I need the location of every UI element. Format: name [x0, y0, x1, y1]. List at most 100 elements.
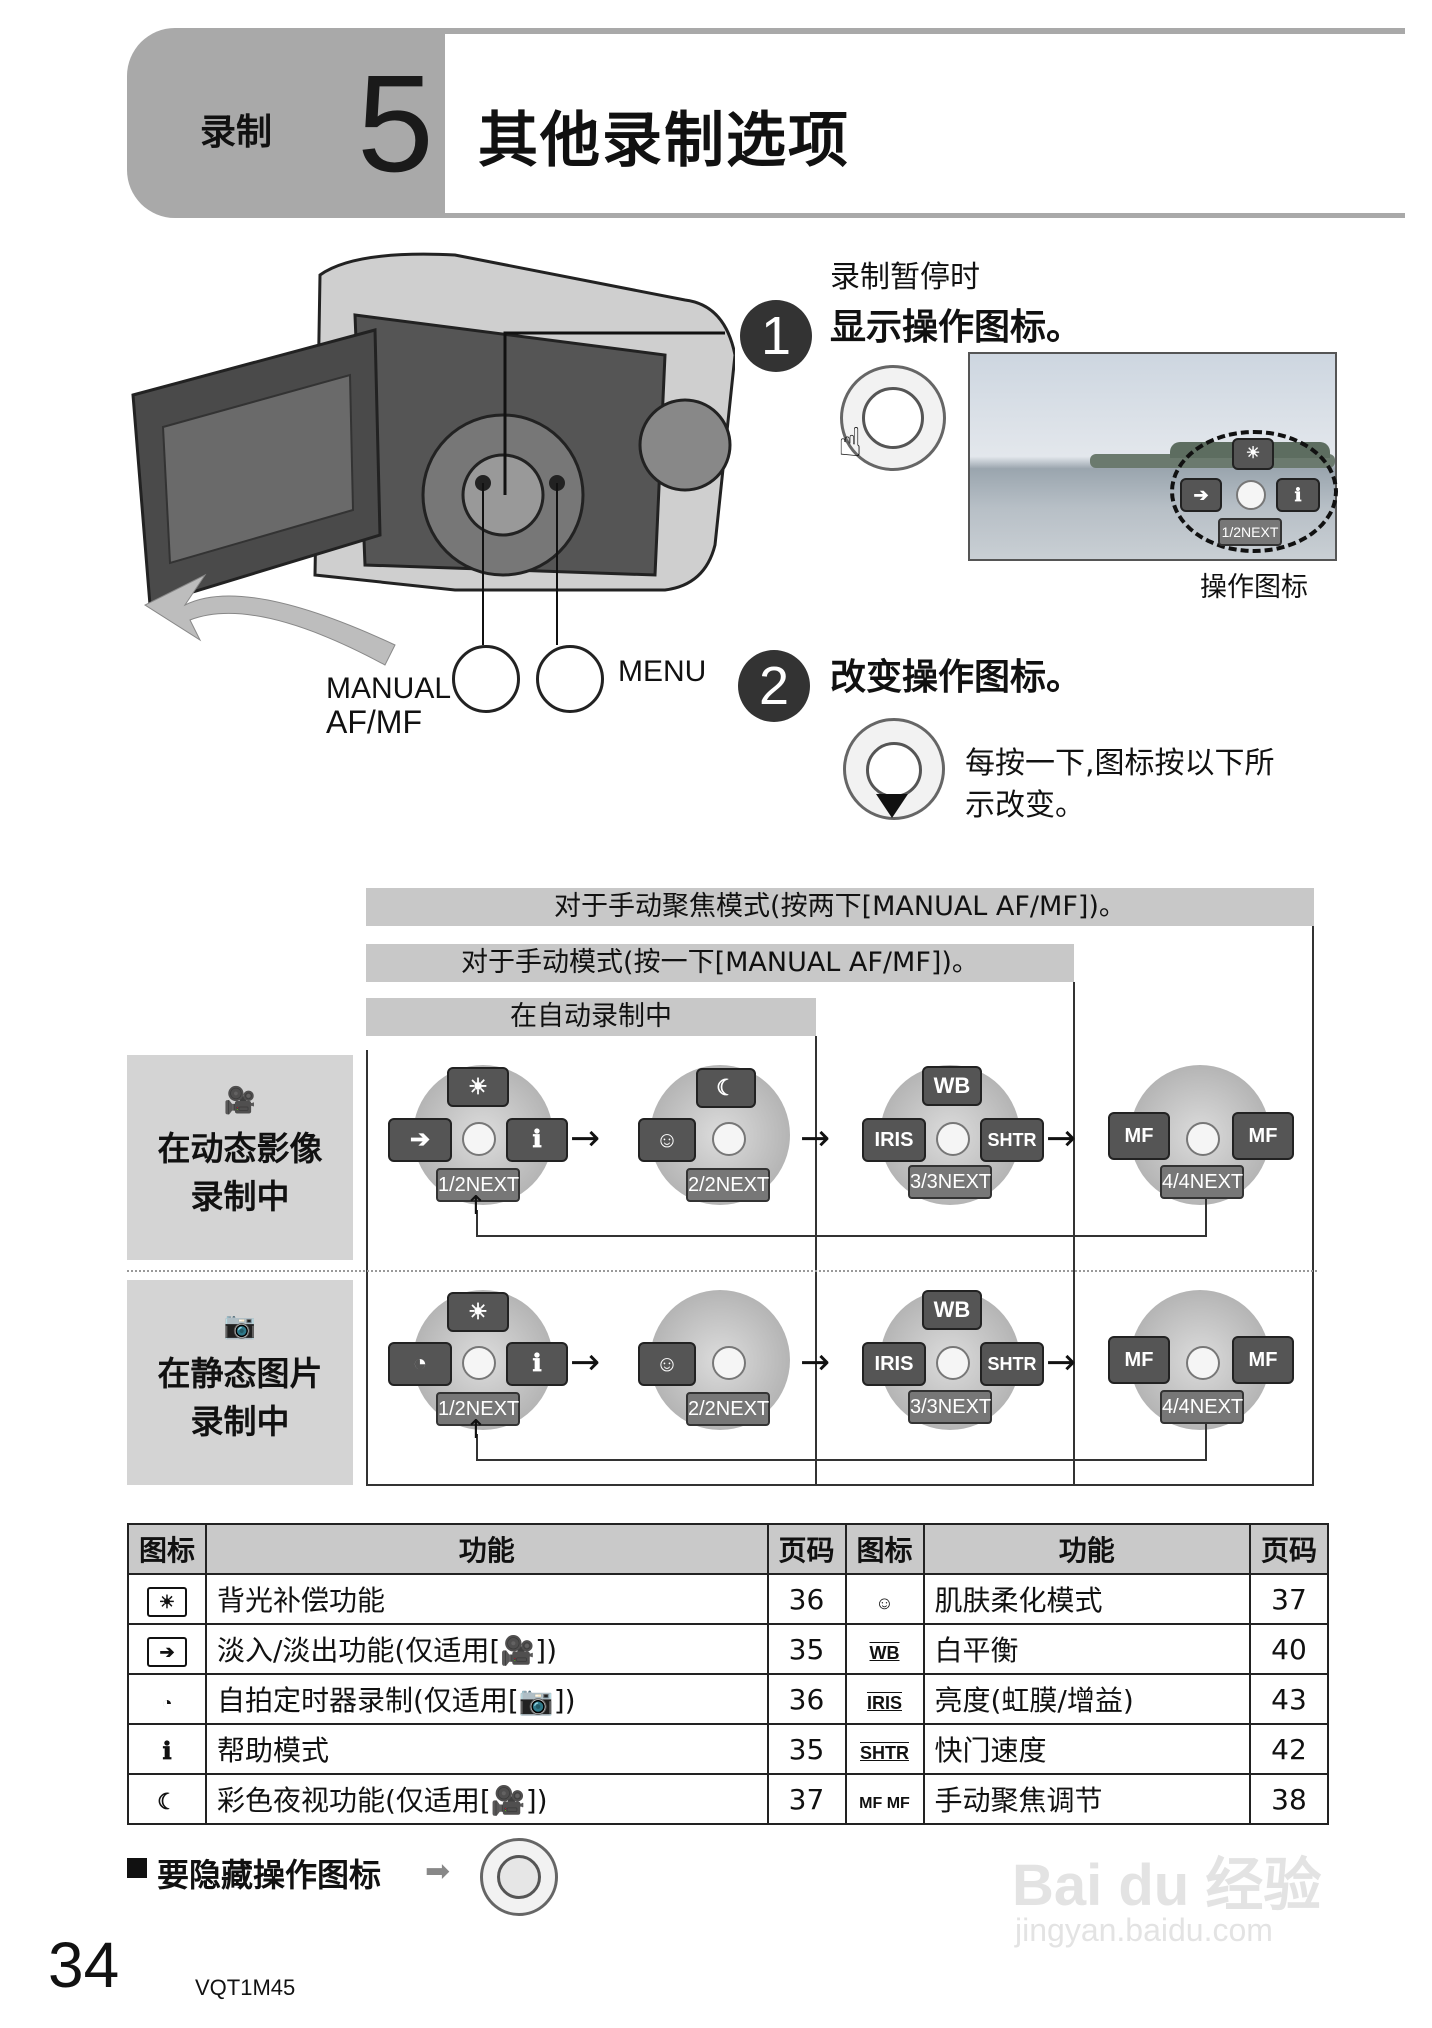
mf-plus-icon[interactable]: MF: [1232, 1336, 1294, 1384]
page-cell: 36: [766, 1573, 847, 1625]
table-row: ☾ 彩色夜视功能(仅适用[🎥]) 37 MF MF 手动聚焦调节 38: [127, 1773, 1329, 1825]
loop-arrow-icon: ↑: [465, 1415, 487, 1445]
arrow-right-icon: ➡: [425, 1854, 451, 1889]
motion-row-label: 🎥 在动态影像 录制中: [127, 1055, 353, 1260]
loop-arrow-icon: ↑: [465, 1191, 487, 1221]
operation-icon-caption: 操作图标: [1200, 572, 1308, 603]
next-arrow-icon: →: [800, 1342, 831, 1383]
manual-af-mf-button[interactable]: [452, 645, 520, 713]
step1-pre: 录制暂停时: [830, 260, 980, 295]
watermark-url: jingyan.baidu.com: [1015, 1912, 1273, 1948]
page-cell: 35: [766, 1623, 847, 1675]
col-function: 功能: [922, 1523, 1251, 1575]
wb-icon[interactable]: WB: [922, 1290, 982, 1330]
help-icon[interactable]: ℹ: [1276, 478, 1320, 512]
function-cell: 亮度(虹膜/增益): [922, 1673, 1251, 1725]
center-dot: [936, 1346, 970, 1380]
page-tag-2: 2/2NEXT: [686, 1168, 770, 1202]
hide-icons-label: 要隐藏操作图标: [157, 1856, 382, 1894]
page-tag-1: 1/2NEXT: [1218, 518, 1282, 546]
page-cell: 38: [1249, 1773, 1329, 1825]
function-text: 淡入/淡出功能(仅适用[: [217, 1634, 501, 1667]
page-title: 其他录制选项: [478, 106, 850, 176]
next-arrow-icon: →: [1046, 1118, 1077, 1159]
center-dot: [462, 1122, 496, 1156]
soft-skin-icon[interactable]: ☺: [638, 1118, 696, 1162]
step2-badge: 2: [738, 650, 810, 722]
mf-minus-icon[interactable]: MF: [1108, 1336, 1170, 1384]
page-tag-2: 2/2NEXT: [686, 1392, 770, 1426]
fade-icon[interactable]: ➔: [1180, 478, 1222, 512]
page-cell: 40: [1249, 1623, 1329, 1675]
col-page: 页码: [766, 1523, 847, 1575]
iris-icon[interactable]: IRIS: [862, 1118, 926, 1162]
wb-icon: WB: [844, 1623, 925, 1675]
divider: [366, 1484, 1314, 1486]
manual-mode-bar: 对于手动模式(按一下[MANUAL AF/MF])。: [366, 944, 1074, 982]
loop-line: [1205, 1422, 1207, 1460]
self-timer-icon[interactable]: ◔: [388, 1342, 452, 1386]
col-icon: 图标: [844, 1523, 925, 1575]
iris-icon[interactable]: IRIS: [862, 1342, 926, 1386]
doc-code: VQT1M45: [195, 1975, 296, 2000]
center-dot: [1186, 1346, 1220, 1380]
center-dot: [712, 1346, 746, 1380]
shtr-icon[interactable]: SHTR: [980, 1118, 1044, 1162]
down-arrow-icon: [876, 794, 908, 818]
page-tag-4: 4/4NEXT: [1160, 1165, 1244, 1199]
backlight-icon[interactable]: ☀: [447, 1067, 509, 1107]
function-cell: 快门速度: [922, 1723, 1251, 1775]
af-mf-label: AF/MF: [326, 704, 422, 740]
bullet-square-icon: [127, 1858, 147, 1878]
page-tag-1: 1/2NEXT: [436, 1168, 520, 1202]
manual-focus-mode-bar: 对于手动聚焦模式(按两下[MANUAL AF/MF])。: [366, 888, 1314, 926]
function-cell: 手动聚焦调节: [922, 1773, 1251, 1825]
shtr-icon[interactable]: SHTR: [980, 1342, 1044, 1386]
help-icon[interactable]: ℹ: [506, 1342, 568, 1386]
joystick-press-icon: [862, 387, 924, 449]
step2-desc-1: 每按一下,图标按以下所: [965, 746, 1275, 781]
table-row: ◔ 自拍定时器录制(仅适用[📷]) 36 IRIS 亮度(虹膜/增益) 43: [127, 1673, 1329, 1725]
fade-icon[interactable]: ➔: [388, 1118, 452, 1162]
joystick-center-icon: [866, 742, 922, 798]
page-tag-3: 3/3NEXT: [908, 1390, 992, 1424]
camcorder-illustration: [131, 252, 735, 666]
function-text: 自拍定时器录制(仅适用[: [217, 1684, 519, 1717]
page-tag-1: 1/2NEXT: [436, 1392, 520, 1426]
night-icon[interactable]: ☾: [696, 1068, 756, 1108]
menu-button[interactable]: [536, 645, 604, 713]
function-cell: 帮助模式: [205, 1723, 769, 1775]
watermark-logo: Bai du 经验: [1012, 1853, 1322, 1918]
wb-icon[interactable]: WB: [922, 1066, 982, 1106]
step2-instruction: 改变操作图标。: [830, 657, 1083, 698]
loop-line: [1205, 1198, 1207, 1236]
backlight-icon[interactable]: ☀: [1232, 438, 1274, 470]
help-icon: ℹ: [127, 1723, 207, 1775]
soft-skin-icon[interactable]: ☺: [638, 1342, 696, 1386]
page-cell: 36: [766, 1673, 847, 1725]
section-banner: [127, 28, 445, 218]
loop-line: [476, 1210, 478, 1236]
page-cell: 35: [766, 1723, 847, 1775]
loop-line: [476, 1434, 478, 1460]
section-label: 录制: [200, 112, 273, 153]
self-timer-icon: ◔: [127, 1673, 207, 1725]
center-dot: [1186, 1122, 1220, 1156]
col-icon: 图标: [127, 1523, 207, 1575]
mf-plus-icon[interactable]: MF: [1232, 1112, 1294, 1160]
backlight-icon[interactable]: ☀: [447, 1292, 509, 1332]
step1-badge: 1: [740, 300, 812, 372]
still-label-1: 在静态图片: [157, 1354, 323, 1393]
function-tail: ]): [535, 1634, 558, 1667]
function-text: 彩色夜视功能(仅适用[: [217, 1784, 491, 1817]
mf-minus-icon[interactable]: MF: [1108, 1112, 1170, 1160]
center-dot: [1236, 480, 1266, 510]
loop-line: [476, 1459, 1207, 1461]
joystick-core: [497, 1855, 541, 1899]
loop-line: [476, 1235, 1207, 1237]
fade-icon: ➔: [127, 1623, 207, 1675]
help-icon[interactable]: ℹ: [506, 1118, 568, 1162]
center-dot: [462, 1346, 496, 1380]
auto-mode-bar: 在自动录制中: [366, 998, 816, 1036]
manual-label: MANUAL: [326, 672, 452, 705]
